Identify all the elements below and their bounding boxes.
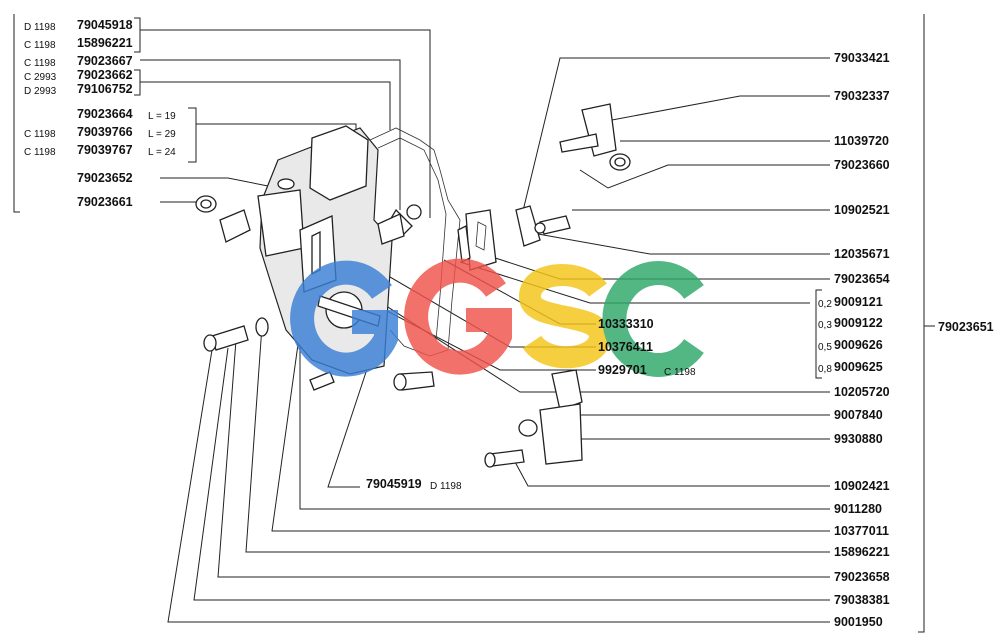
left-part-labels: 79023652 79023661	[77, 171, 133, 209]
watermark-letter-g2	[404, 258, 512, 375]
shim-thickness-4: 0,8	[818, 364, 832, 375]
left-list-variant-5: D 2993	[24, 86, 57, 97]
left-list-number-2: 15896221	[77, 36, 133, 50]
linkage-drawing	[457, 103, 631, 468]
right-part-label-16: 79038381	[834, 593, 890, 607]
center-part-label-1: 10333310	[598, 317, 654, 331]
shim-list: 0,2 9009121 0,3 9009122 0,5 9009626 0,8 …	[818, 295, 883, 375]
left-part-label-2: 79023661	[77, 195, 133, 209]
left-part-label-1: 79023652	[77, 171, 133, 185]
shim-number-4: 9009625	[834, 360, 883, 374]
left-list-number-3: 79023667	[77, 54, 133, 68]
length-variant-list: 79023664 L = 19 C 1198 79039766 L = 29 C…	[24, 107, 176, 158]
bottom-part-number: 79045919	[366, 477, 422, 491]
length-list-number-3: 79039767	[77, 143, 133, 157]
shim-thickness-3: 0,5	[818, 342, 832, 353]
right-part-label-4: 79023660	[834, 158, 890, 172]
left-list-variant-1: D 1198	[24, 22, 56, 33]
center-part-variant-3: C 1198	[664, 367, 696, 378]
left-list-variant-2: C 1198	[24, 40, 56, 51]
center-part-label-3: 9929701	[598, 363, 647, 377]
right-part-label-13: 10377011	[834, 524, 889, 538]
right-part-label-14: 15896221	[834, 545, 890, 559]
left-list-variant-4: C 2993	[24, 72, 57, 83]
right-part-label-7: 79023654	[834, 272, 890, 286]
length-list-variant-3: C 1198	[24, 147, 56, 158]
shim-thickness-2: 0,3	[818, 320, 832, 331]
right-part-label-9: 9007840	[834, 408, 883, 422]
right-part-label-2: 79032337	[834, 89, 890, 103]
left-list-number-4: 79023662	[77, 68, 133, 82]
right-part-label-5: 10902521	[834, 203, 890, 217]
watermark-letter-g1	[290, 260, 398, 377]
left-list-number-5: 79106752	[77, 82, 133, 96]
left-list-variant-3: C 1198	[24, 58, 56, 69]
center-part-labels: 10333310 10376411 9929701 C 1198	[598, 317, 696, 378]
right-part-labels: 79033421 79032337 11039720 79023660 1090…	[834, 51, 890, 629]
shim-number-1: 9009121	[834, 295, 883, 309]
right-part-label-11: 10902421	[834, 479, 890, 493]
shim-number-2: 9009122	[834, 316, 883, 330]
length-list-number-1: 79023664	[77, 107, 133, 121]
gsc-watermark	[290, 258, 704, 377]
assembly-number: 79023651	[938, 320, 994, 334]
right-part-label-8: 10205720	[834, 385, 890, 399]
length-list-length-1: L = 19	[148, 111, 176, 122]
watermark-letter-s	[519, 264, 612, 369]
right-part-label-12: 9011280	[834, 502, 882, 516]
right-brackets	[815, 14, 935, 633]
right-part-label-15: 79023658	[834, 570, 890, 584]
length-list-length-3: L = 24	[148, 147, 176, 158]
right-part-label-17: 9001950	[834, 615, 883, 629]
length-list-number-2: 79039766	[77, 125, 133, 139]
right-part-label-1: 79033421	[834, 51, 890, 65]
shim-thickness-1: 0,2	[818, 299, 832, 310]
shim-number-3: 9009626	[834, 338, 883, 352]
right-part-label-3: 11039720	[834, 134, 889, 148]
right-part-label-10: 9930880	[834, 432, 883, 446]
left-variant-list: D 1198 79045918 C 1198 15896221 C 1198 7…	[24, 18, 133, 97]
bottom-part-label: 79045919 D 1198	[366, 477, 462, 492]
watermark-letter-c	[602, 261, 704, 377]
left-list-number-1: 79045918	[77, 18, 133, 32]
length-list-length-2: L = 29	[148, 129, 176, 140]
length-list-variant-2: C 1198	[24, 129, 56, 140]
right-part-label-6: 12035671	[834, 247, 890, 261]
center-part-label-2: 10376411	[598, 340, 653, 354]
bottom-part-variant: D 1198	[430, 481, 462, 492]
